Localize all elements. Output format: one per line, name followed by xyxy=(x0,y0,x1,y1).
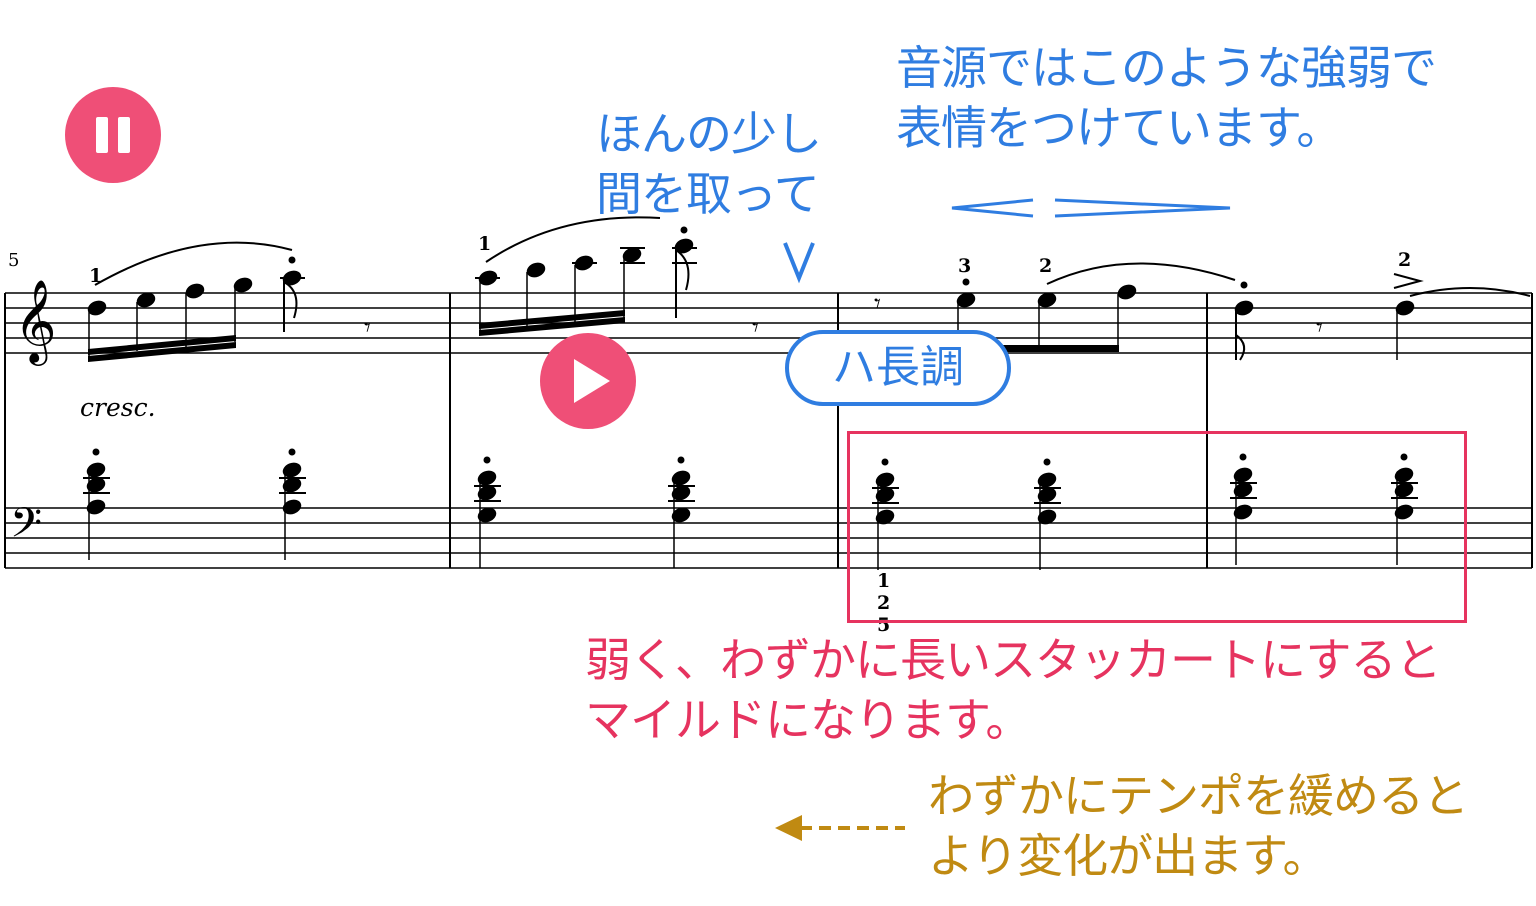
play-icon xyxy=(574,359,610,403)
measure-number: 5 xyxy=(8,250,19,271)
bass-clef-icon: 𝄢 xyxy=(10,499,42,557)
annotation-line: 表情をつけています。 xyxy=(896,101,1342,155)
pause-annotation: ほんの少し 間を取って xyxy=(596,104,822,224)
pause-button[interactable] xyxy=(65,87,161,183)
dynamic-cresc: cresc. xyxy=(80,393,156,422)
fingering: 3 xyxy=(958,255,971,277)
eighth-rest-icon: 𝄾 xyxy=(752,313,759,343)
fingering: 1 xyxy=(877,570,890,592)
annotation-line: 弱く、わずかに長いスタッカートにすると xyxy=(585,633,1441,687)
fingering: 5 xyxy=(877,614,890,636)
annotation-line: ほんの少し xyxy=(596,107,822,161)
annotation-line: マイルドになります。 xyxy=(585,693,1031,747)
eighth-rest-icon: 𝄾 xyxy=(364,313,371,343)
treble-notes: 𝄾 𝄾 𝄾 𝄾 xyxy=(87,216,1531,362)
highlight-box xyxy=(847,431,1467,623)
tempo-annotation: わずかにテンポを緩めると より変化が出ます。 xyxy=(928,766,1469,886)
fingering: 1 xyxy=(89,265,102,287)
eighth-rest-icon: 𝄾 xyxy=(874,289,881,319)
dynamics-annotation: 音源ではこのような強弱で 表情をつけています。 xyxy=(896,38,1437,158)
play-button[interactable] xyxy=(540,333,636,429)
breath-mark-icon xyxy=(783,242,815,284)
barlines xyxy=(4,293,1533,568)
arrow-left-icon xyxy=(775,815,905,841)
eighth-rest-icon: 𝄾 xyxy=(1316,313,1323,343)
pause-icon xyxy=(96,117,108,153)
annotation-line: わずかにテンポを緩めると xyxy=(928,769,1469,823)
bass-chords xyxy=(83,448,1419,571)
treble-clef-icon: 𝄞 xyxy=(14,278,57,366)
dynamics-hairpins xyxy=(951,198,1231,218)
fingering: 2 xyxy=(877,592,890,614)
fingering: 2 xyxy=(1398,249,1411,271)
fingering: 1 xyxy=(478,233,491,255)
bass-staff xyxy=(5,507,1532,569)
fingering: 2 xyxy=(1039,255,1052,277)
treble-staff xyxy=(5,292,1532,354)
annotation-line: 間を取って xyxy=(596,167,820,221)
staccato-annotation: 弱く、わずかに長いスタッカートにすると マイルドになります。 xyxy=(585,630,1441,750)
pause-icon-bar xyxy=(118,117,130,153)
key-label: ハ長調 xyxy=(785,330,1011,406)
annotation-line: より変化が出ます。 xyxy=(928,829,1328,883)
annotation-line: 音源ではこのような強弱で xyxy=(896,41,1437,95)
